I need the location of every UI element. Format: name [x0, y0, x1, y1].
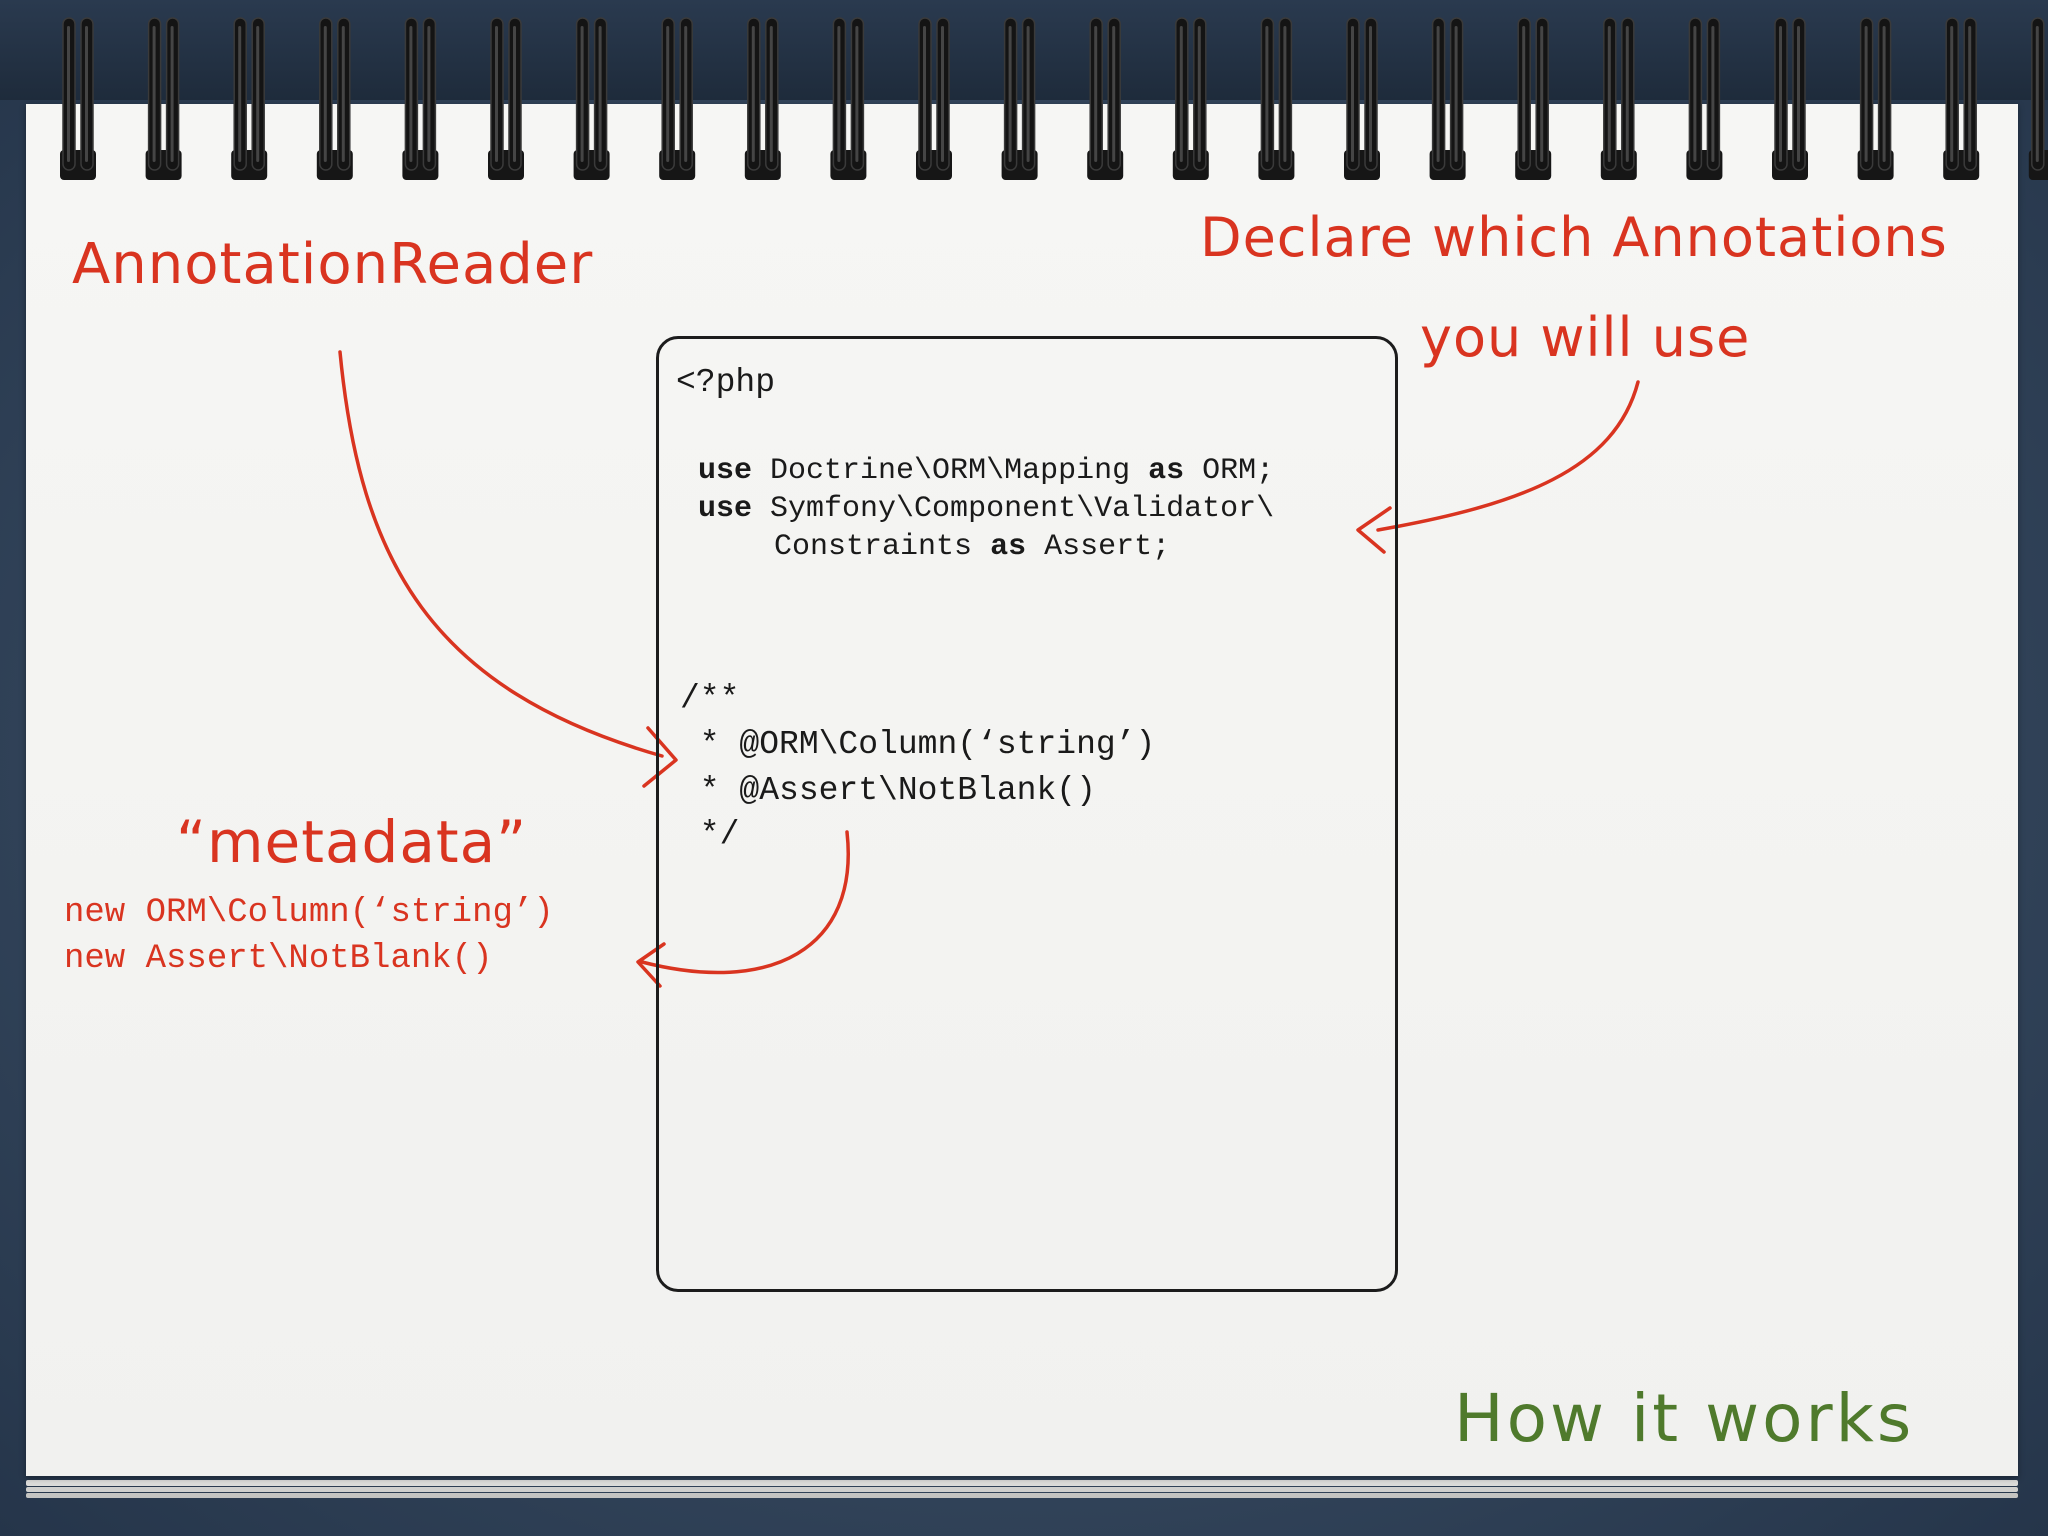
- annotation-metadata-label: “metadata”: [176, 808, 528, 876]
- spiral-ring-icon: [316, 17, 353, 180]
- docblock-open: /**: [680, 680, 740, 717]
- arrow-declare-to-use: [1376, 380, 1640, 532]
- docblock-close: */: [680, 816, 740, 853]
- spiral-ring-icon: [145, 17, 182, 180]
- code-use-line-1: use Doctrine\ORM\Mapping as ORM;: [698, 454, 1274, 488]
- arrow-docblock-to-metadata: [640, 830, 850, 975]
- spiral-ring-icon: [830, 17, 867, 180]
- arrow-reader-to-docblock: [338, 350, 664, 758]
- arrowhead-metadata: [636, 942, 666, 988]
- page-stack-edge: [26, 1487, 2018, 1492]
- spiral-ring-icon: [1258, 17, 1295, 180]
- code-card: [656, 336, 1398, 1292]
- spiral-ring-icon: [1943, 17, 1980, 180]
- spiral-ring-icon: [1087, 17, 1124, 180]
- spiral-ring-icon: [1772, 17, 1808, 180]
- keyword-as: as: [990, 530, 1027, 564]
- spiral-ring-icon: [916, 17, 952, 180]
- namespace-continuation: Constraints: [774, 530, 973, 564]
- spiral-ring-icon: [1515, 17, 1552, 180]
- spiral-binding: [0, 0, 2048, 180]
- spiral-ring-icon: [1001, 17, 1038, 180]
- code-use-line-2: use Symfony\Component\Validator\: [698, 492, 1274, 526]
- spiral-ring-icon: [1172, 17, 1209, 180]
- spiral-ring-icon: [1344, 17, 1380, 180]
- keyword-use: use: [698, 492, 753, 526]
- namespace: Doctrine\ORM\Mapping: [770, 454, 1131, 488]
- notebook-paper: [26, 104, 2018, 1476]
- spiral-ring-icon: [573, 17, 610, 180]
- spiral-ring-icon: [488, 17, 524, 180]
- metadata-code-line-2: new Assert\NotBlank(): [64, 940, 493, 978]
- spiral-ring-icon: [1429, 17, 1466, 180]
- keyword-use: use: [698, 454, 753, 488]
- code-use-line-2-continuation: Constraints as Assert;: [774, 530, 1170, 564]
- spiral-ring-icon: [659, 17, 696, 180]
- annotation-declare-line1: Declare which Annotations: [1200, 206, 1948, 269]
- arrowhead-declare: [1356, 506, 1392, 554]
- annotation-declare-line2: you will use: [1420, 306, 1751, 369]
- spiral-ring-icon: [60, 17, 96, 180]
- spiral-ring-icon: [231, 17, 268, 180]
- spiral-ring-icon: [402, 17, 439, 180]
- annotation-reader-label: AnnotationReader: [72, 232, 594, 297]
- docblock-assert-notblank: * @Assert\NotBlank(): [680, 772, 1096, 809]
- code-open-tag: <?php: [676, 364, 776, 401]
- alias: ORM;: [1202, 454, 1275, 488]
- metadata-code-line-1: new ORM\Column(‘string’): [64, 894, 554, 932]
- spiral-ring-icon: [2028, 17, 2048, 180]
- namespace: Symfony\Component\Validator\: [770, 492, 1275, 526]
- spiral-ring-icon: [1600, 17, 1637, 180]
- page-stack-edge: [26, 1480, 2018, 1486]
- slide-title: How it works: [1454, 1380, 1915, 1457]
- alias: Assert;: [1044, 530, 1171, 564]
- docblock-orm-column: * @ORM\Column(‘string’): [680, 726, 1156, 763]
- spiral-ring-icon: [1686, 17, 1723, 180]
- spiral-ring-icon: [744, 17, 781, 180]
- page-stack-edge: [26, 1493, 2018, 1498]
- spiral-ring-icon: [1857, 17, 1894, 180]
- keyword-as: as: [1148, 454, 1185, 488]
